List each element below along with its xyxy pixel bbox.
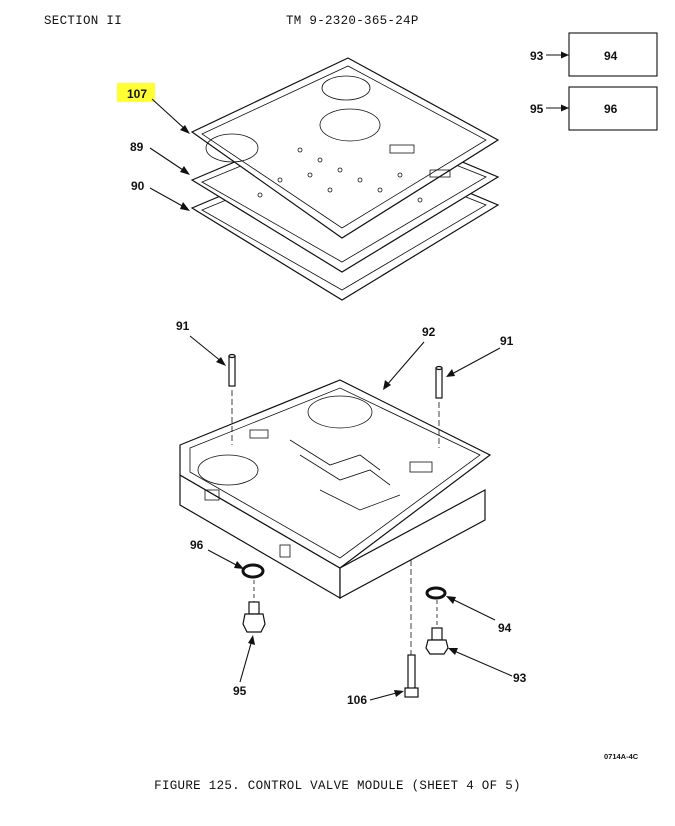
callout-107: 107 [117,83,190,134]
callout-label-92: 92 [422,325,436,339]
seal-right [425,586,447,600]
callout-91-right: 91 [446,334,514,377]
legend-box-2 [568,86,658,131]
bolt [404,560,419,698]
legend-box-1 [568,32,658,77]
drawing-code: 0714A-4C [604,752,639,761]
figure-caption: FIGURE 125. CONTROL VALVE MODULE (SHEET … [154,779,521,793]
callout-label-95: 95 [233,684,247,698]
dowel-pin-right [435,365,443,448]
legend-ref-1: 93 [530,49,544,63]
callout-label-91-right: 91 [500,334,514,348]
callout-label-93: 93 [513,671,527,685]
legend-box-label-1: 94 [604,49,618,63]
callout-label-90: 90 [131,179,145,193]
callout-91-left: 91 [176,319,226,366]
legend-box-label-2: 96 [604,102,618,116]
callout-89: 89 [130,140,190,175]
callout-label-106: 106 [347,693,367,707]
callout-93: 93 [448,648,527,685]
callout-106: 106 [347,690,404,707]
plug-left [242,580,266,633]
callout-90: 90 [131,179,190,211]
callout-label-94: 94 [498,621,512,635]
seal-left [241,563,265,579]
callout-95: 95 [233,635,255,698]
valve-body [179,379,492,600]
manual-number: TM 9-2320-365-24P [286,14,419,28]
legend-ref-2: 95 [530,102,544,116]
gasket-stack [190,57,500,301]
legend-row-1: 93 94 [530,32,658,77]
callout-label-91-left: 91 [176,319,190,333]
callout-label-89: 89 [130,140,144,154]
plug-right [425,600,449,655]
section-header: SECTION II [44,14,123,28]
callout-label-96: 96 [190,538,204,552]
highlight-marker [117,83,155,102]
legend-row-2: 95 96 [530,86,658,131]
dowel-pin-left [228,353,236,445]
callout-96: 96 [190,538,244,569]
callout-label-107: 107 [127,87,147,101]
callout-94: 94 [446,596,512,635]
callout-92: 92 [383,325,436,390]
